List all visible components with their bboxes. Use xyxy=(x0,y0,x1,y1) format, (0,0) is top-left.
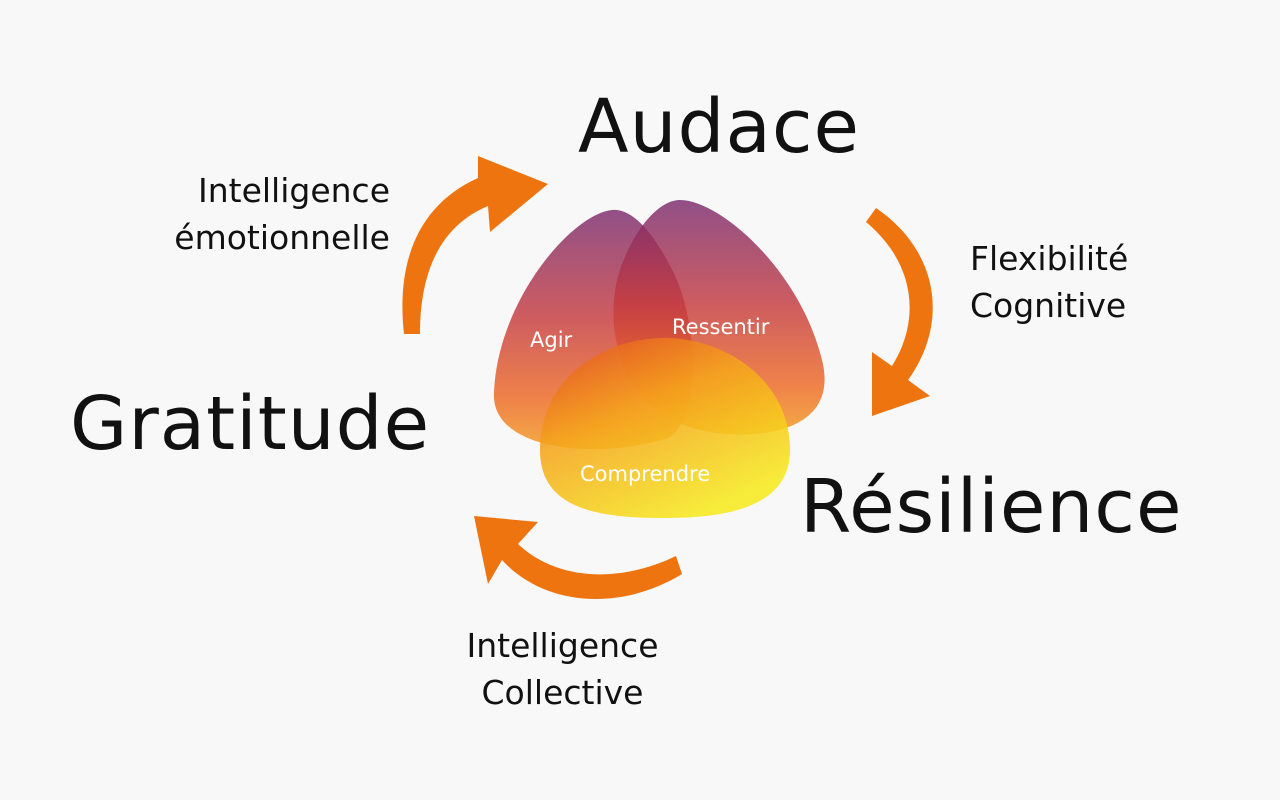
transition-line: Collective xyxy=(481,672,644,712)
transition-label-flexibilite-cognitive: Flexibilité Cognitive xyxy=(970,236,1128,330)
node-resilience: Résilience xyxy=(800,464,1183,550)
transition-line: émotionnelle xyxy=(174,217,390,257)
arrow-audace-to-resilience-icon xyxy=(866,208,933,416)
transition-line: Cognitive xyxy=(970,285,1127,325)
transition-line: Intelligence xyxy=(197,171,390,210)
node-audace: Audace xyxy=(578,84,861,170)
arrow-gratitude-to-audace-icon xyxy=(402,156,548,334)
arrow-resilience-to-gratitude-icon xyxy=(474,516,682,599)
petal-comprendre xyxy=(540,337,790,518)
venn-label-comprendre: Comprendre xyxy=(580,462,710,486)
cycle-arrows xyxy=(402,156,933,599)
node-gratitude: Gratitude xyxy=(70,381,431,467)
venn-diagram xyxy=(493,200,825,518)
transition-line: Intelligence xyxy=(466,626,659,665)
venn-label-agir: Agir xyxy=(530,328,573,352)
transition-label-intelligence-collective: Intelligence Collective xyxy=(430,623,695,717)
transition-label-intelligence-emotionnelle: Intelligence émotionnelle xyxy=(100,168,390,262)
transition-line: Flexibilité xyxy=(970,239,1129,278)
venn-label-ressentir: Ressentir xyxy=(672,315,770,339)
